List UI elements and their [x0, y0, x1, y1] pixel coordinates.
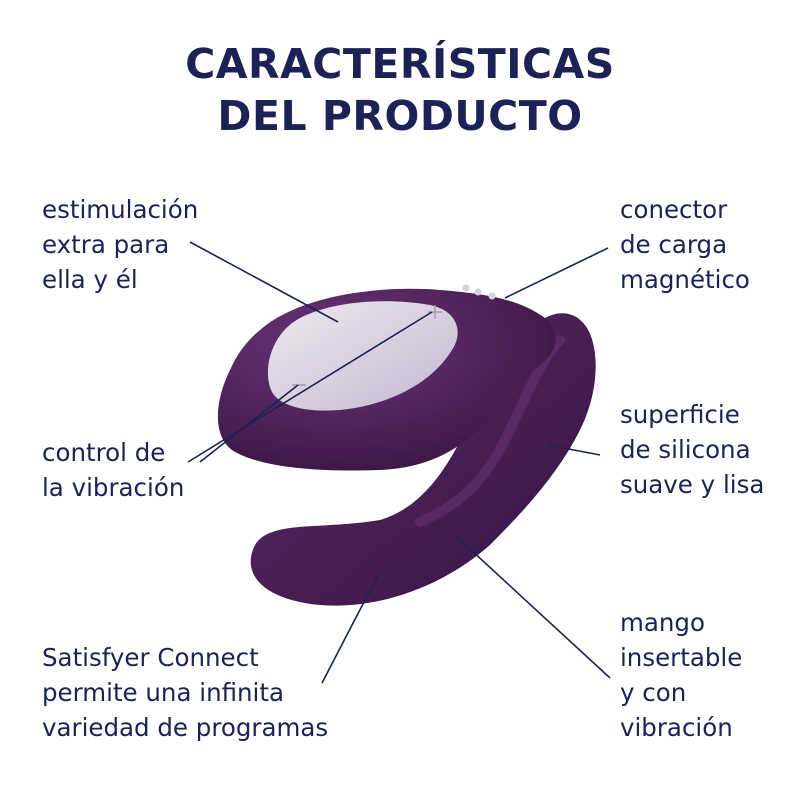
leader-line-control	[187, 311, 433, 463]
feature-line: superficie	[620, 400, 740, 429]
leader-line-charger	[504, 247, 609, 299]
feature-vibration-control: control de la vibración	[42, 435, 184, 505]
feature-line: estimulación	[42, 195, 199, 224]
feature-line: Satisfyer Connect	[42, 643, 259, 672]
plus-icon	[428, 305, 442, 319]
feature-line: mango	[620, 608, 705, 637]
feature-line: magnético	[620, 265, 750, 294]
feature-line: control de	[42, 438, 166, 467]
feature-line: insertable	[620, 643, 743, 672]
title-line-2: DEL PRODUCTO	[217, 92, 583, 140]
leader-line-surface	[547, 444, 601, 456]
feature-line: de silicona	[620, 435, 751, 464]
feature-line: la vibración	[42, 473, 185, 502]
feature-stimulation: estimulación extra para ella y él	[42, 192, 198, 297]
feature-handle: mango insertable y con vibración	[620, 605, 742, 745]
feature-line: variedad de programas	[42, 713, 329, 742]
leader-line-control-2	[199, 384, 299, 463]
feature-line: suave y lisa	[620, 470, 765, 499]
handle-highlight	[415, 335, 565, 527]
feature-line: de carga	[620, 230, 728, 259]
feature-line: vibración	[620, 713, 733, 742]
leader-line-handle	[457, 537, 611, 679]
charging-dot-icon	[488, 292, 496, 300]
charging-dot-icon	[474, 288, 482, 296]
feature-line: extra para	[42, 230, 170, 259]
feature-app: Satisfyer Connect permite una infinita v…	[42, 640, 328, 745]
feature-charger: conector de carga magnético	[620, 192, 750, 297]
page-title: CARACTERÍSTICAS DEL PRODUCTO	[0, 38, 800, 142]
title-line-1: CARACTERÍSTICAS	[185, 40, 615, 88]
feature-line: permite una infinita	[42, 678, 284, 707]
charging-dot-icon	[462, 284, 470, 292]
leader-line-app	[321, 574, 379, 684]
feature-surface: superficie de silicona suave y lisa	[620, 397, 764, 502]
feature-line: y con	[620, 678, 687, 707]
feature-line: conector	[620, 195, 728, 224]
leader-line-stimulation	[189, 241, 339, 323]
feature-line: ella y él	[42, 265, 138, 294]
